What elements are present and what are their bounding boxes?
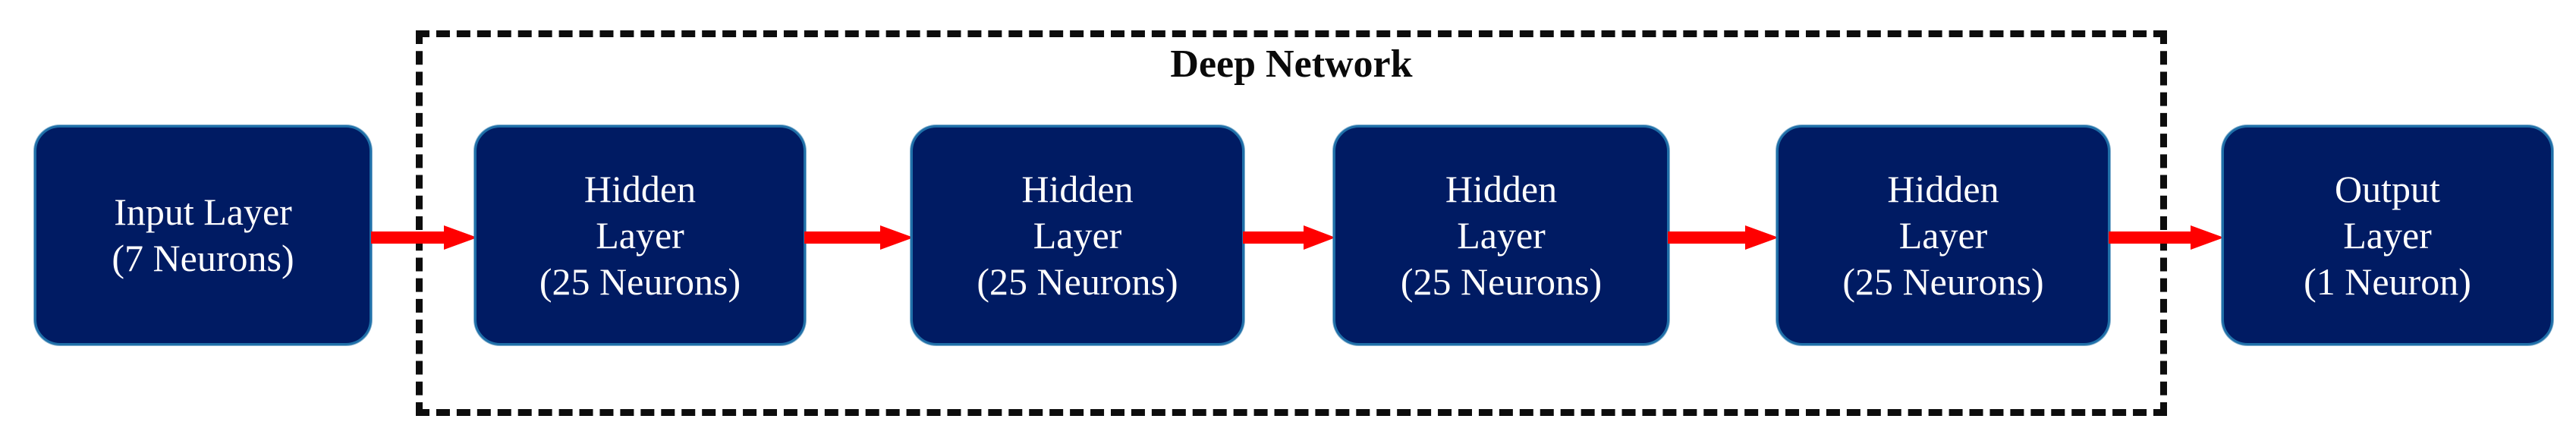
node-hidden-layer-3-line3: (25 Neurons) bbox=[1400, 260, 1603, 303]
node-hidden-layer-3-line1: Hidden bbox=[1445, 167, 1558, 210]
arrow-hidden1-to-hidden2 bbox=[804, 225, 914, 250]
node-hidden-layer-1-line2: Layer bbox=[596, 213, 684, 257]
node-hidden-layer-2-line3: (25 Neurons) bbox=[977, 260, 1178, 303]
arrow-hidden3-to-hidden4 bbox=[1668, 225, 1779, 250]
node-hidden-layer-4-line2: Layer bbox=[1898, 213, 1988, 257]
arrow-hidden2-to-hidden3 bbox=[1243, 225, 1335, 250]
node-hidden-layer-4-line1: Hidden bbox=[1887, 167, 1999, 210]
right-arrow-icon bbox=[804, 225, 914, 250]
node-input-layer: Input Layer (7 Neurons) bbox=[34, 125, 372, 345]
node-hidden-layer-4-line3: (25 Neurons) bbox=[1842, 260, 2044, 303]
right-arrow-icon bbox=[371, 225, 477, 250]
node-hidden-layer-1: Hidden Layer (25 Neurons) bbox=[474, 125, 806, 345]
arrow-hidden4-to-output bbox=[2109, 225, 2224, 250]
node-hidden-layer-4: Hidden Layer (25 Neurons) bbox=[1776, 125, 2110, 345]
node-input-layer-line1: Input Layer bbox=[114, 191, 292, 233]
deep-network-group-boundary bbox=[416, 30, 2167, 416]
node-hidden-layer-3: Hidden Layer (25 Neurons) bbox=[1333, 125, 1669, 345]
node-hidden-layer-2-line2: Layer bbox=[1033, 213, 1122, 257]
node-hidden-layer-3-line2: Layer bbox=[1457, 213, 1546, 257]
node-hidden-layer-2: Hidden Layer (25 Neurons) bbox=[911, 125, 1244, 345]
node-hidden-layer-1-line3: (25 Neurons) bbox=[539, 260, 741, 303]
arrow-input-to-hidden1 bbox=[371, 225, 477, 250]
node-output-layer-line3: (1 Neuron) bbox=[2304, 260, 2471, 303]
right-arrow-icon bbox=[1668, 225, 1779, 250]
node-output-layer: Output Layer (1 Neuron) bbox=[2222, 125, 2553, 345]
node-output-layer-line2: Layer bbox=[2343, 213, 2432, 257]
right-arrow-icon bbox=[2109, 225, 2224, 250]
node-input-layer-line2: (7 Neurons) bbox=[112, 237, 294, 279]
deep-network-group-title: Deep Network bbox=[1170, 43, 1413, 86]
node-output-layer-line1: Output bbox=[2335, 167, 2440, 210]
node-hidden-layer-1-line1: Hidden bbox=[583, 167, 697, 210]
node-hidden-layer-2-line1: Hidden bbox=[1021, 167, 1134, 210]
right-arrow-icon bbox=[1243, 225, 1335, 250]
